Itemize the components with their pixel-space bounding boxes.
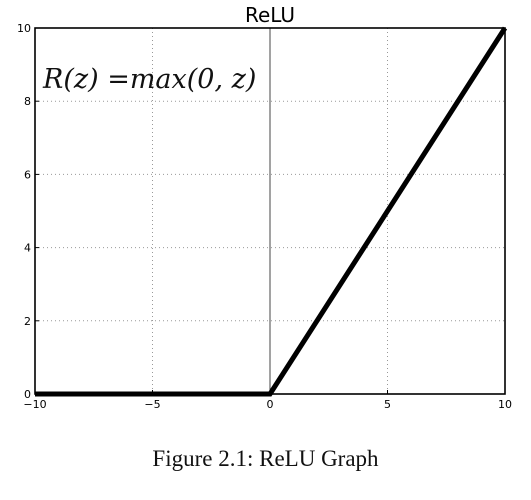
figure-caption: Figure 2.1: ReLU Graph bbox=[152, 446, 379, 471]
x-tick-label: −10 bbox=[23, 398, 46, 411]
x-tick-label: 10 bbox=[498, 398, 512, 411]
y-tick-label: 8 bbox=[24, 95, 31, 108]
x-tick-label: 5 bbox=[384, 398, 391, 411]
y-tick-label: 6 bbox=[24, 168, 31, 181]
x-tick-label: −5 bbox=[144, 398, 160, 411]
y-tick-label: 2 bbox=[24, 315, 31, 328]
y-tick-label: 10 bbox=[17, 22, 31, 35]
y-tick-label: 4 bbox=[24, 242, 31, 255]
relu-chart: −10 −5 0 5 10 0 2 4 6 8 10 ReLU R(z) =max(0, z) bbox=[17, 3, 512, 411]
grid bbox=[35, 28, 505, 394]
formula-annotation: R(z) =max(0, z) bbox=[42, 64, 256, 95]
y-tick-label: 0 bbox=[24, 388, 31, 401]
chart-title: ReLU bbox=[245, 3, 295, 27]
axis-ticks: −10 −5 0 5 10 0 2 4 6 8 10 bbox=[17, 22, 512, 411]
x-tick-label: 0 bbox=[267, 398, 274, 411]
